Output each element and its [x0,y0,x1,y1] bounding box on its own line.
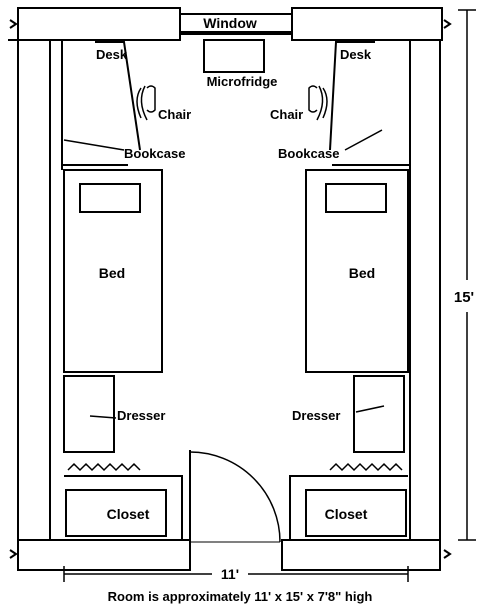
bed-left: Bed [63,169,163,373]
window-label: Window [203,15,257,31]
width-label: 11' [221,566,239,582]
closet-right: Closet [289,462,408,540]
length-dimension: 15' [454,9,476,541]
chair-left-icon [136,85,156,121]
bookcase-left: Bookcase [62,139,185,166]
dresser-left: Dresser [63,375,165,453]
microfridge: Microfridge [203,39,278,89]
door [189,450,281,544]
chair-right-label: Chair [270,107,303,122]
bookcase-right: Bookcase [278,129,410,166]
chair-left: Chair [136,85,191,122]
dresser-right-label: Dresser [292,408,340,423]
width-dimension: 11' [63,566,409,582]
pillow-left [79,183,141,213]
chair-left-label: Chair [158,107,191,122]
length-label: 15' [454,289,474,306]
walls [8,7,452,571]
bed-right: Bed [305,169,409,373]
closet-right-hanger-icon [329,462,403,472]
bed-left-label: Bed [99,265,125,281]
desk-left: Desk [95,41,141,151]
chair-right: Chair [270,85,328,122]
window: Window [179,13,293,35]
bookcase-right-label: Bookcase [278,146,339,161]
closet-left: Closet [64,462,183,540]
room-size-caption: Room is approximately 11' x 15' x 7'8" h… [108,589,373,604]
dresser-right: Dresser [292,375,405,453]
closet-left-label: Closet [107,506,150,522]
desk-right: Desk [329,41,375,151]
dresser-left-label: Dresser [117,408,165,423]
pillow-right [325,183,387,213]
bed-right-label: Bed [349,265,375,281]
desk-left-label: Desk [96,47,128,62]
desk-right-label: Desk [340,47,372,62]
bookcase-left-label: Bookcase [124,146,185,161]
chair-right-icon [308,85,328,121]
microfridge-label: Microfridge [207,74,278,89]
closet-left-hanger-icon [67,462,141,472]
closet-right-label: Closet [325,506,368,522]
